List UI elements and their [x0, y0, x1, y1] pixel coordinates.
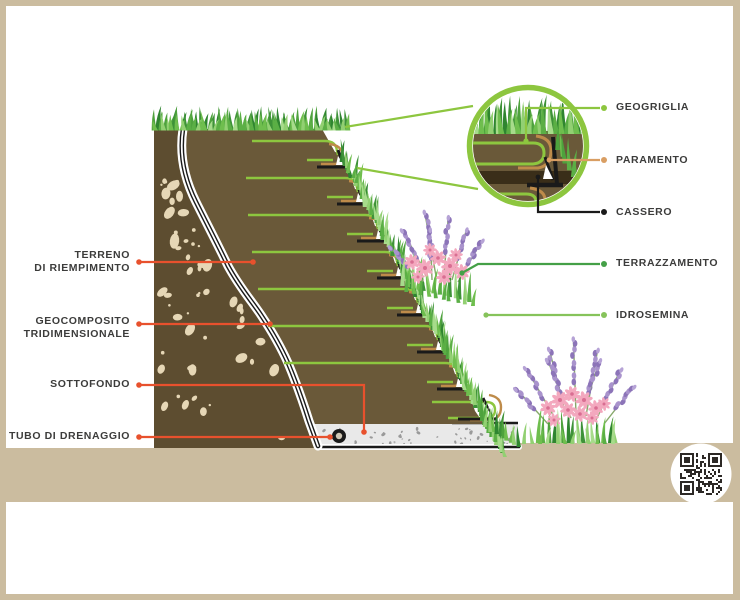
cassero-connector: [536, 177, 600, 214]
terrazzamento-connector: [461, 262, 600, 274]
magnifier-ring: [466, 84, 590, 208]
left-connectors: [138, 260, 366, 439]
label-terrazzamento: TERRAZZAMENTO: [616, 257, 719, 269]
ground-band: [6, 443, 733, 502]
right-connectors: [459, 105, 607, 318]
label-idrosemina: IDROSEMINA: [616, 309, 690, 321]
label-paramento: PARAMENTO: [616, 154, 689, 166]
geogriglia-connector: [524, 106, 600, 141]
reinforced-wall: [151, 105, 522, 457]
drainage-pipe: [332, 429, 346, 443]
label-sottofondo: SOTTOFONDO: [50, 378, 130, 390]
label-geogriglia: GEOGRIGLIA: [616, 101, 690, 113]
sottofondo-connector: [138, 383, 366, 430]
qr-code-icon: [670, 443, 732, 505]
soil-pebbles: [157, 178, 285, 441]
callout-tangent-bottom: [356, 166, 479, 191]
callout-tangent-top: [344, 104, 474, 129]
left-connector-dots: [136, 259, 367, 440]
ground-flowers: [512, 336, 637, 444]
crest-grass: [151, 105, 351, 131]
frame-border-right: [733, 0, 740, 600]
label-tubo-di-drenaggio: TUBO DI DRENAGGIO: [8, 430, 130, 442]
label-cassero: CASSERO: [616, 206, 673, 218]
frame-border-top: [0, 0, 740, 6]
frame-border-bottom: [0, 594, 740, 600]
terrace-flowers: [387, 209, 485, 306]
zoom-detail-callout: [344, 84, 590, 208]
frame-border-left: [0, 0, 6, 600]
